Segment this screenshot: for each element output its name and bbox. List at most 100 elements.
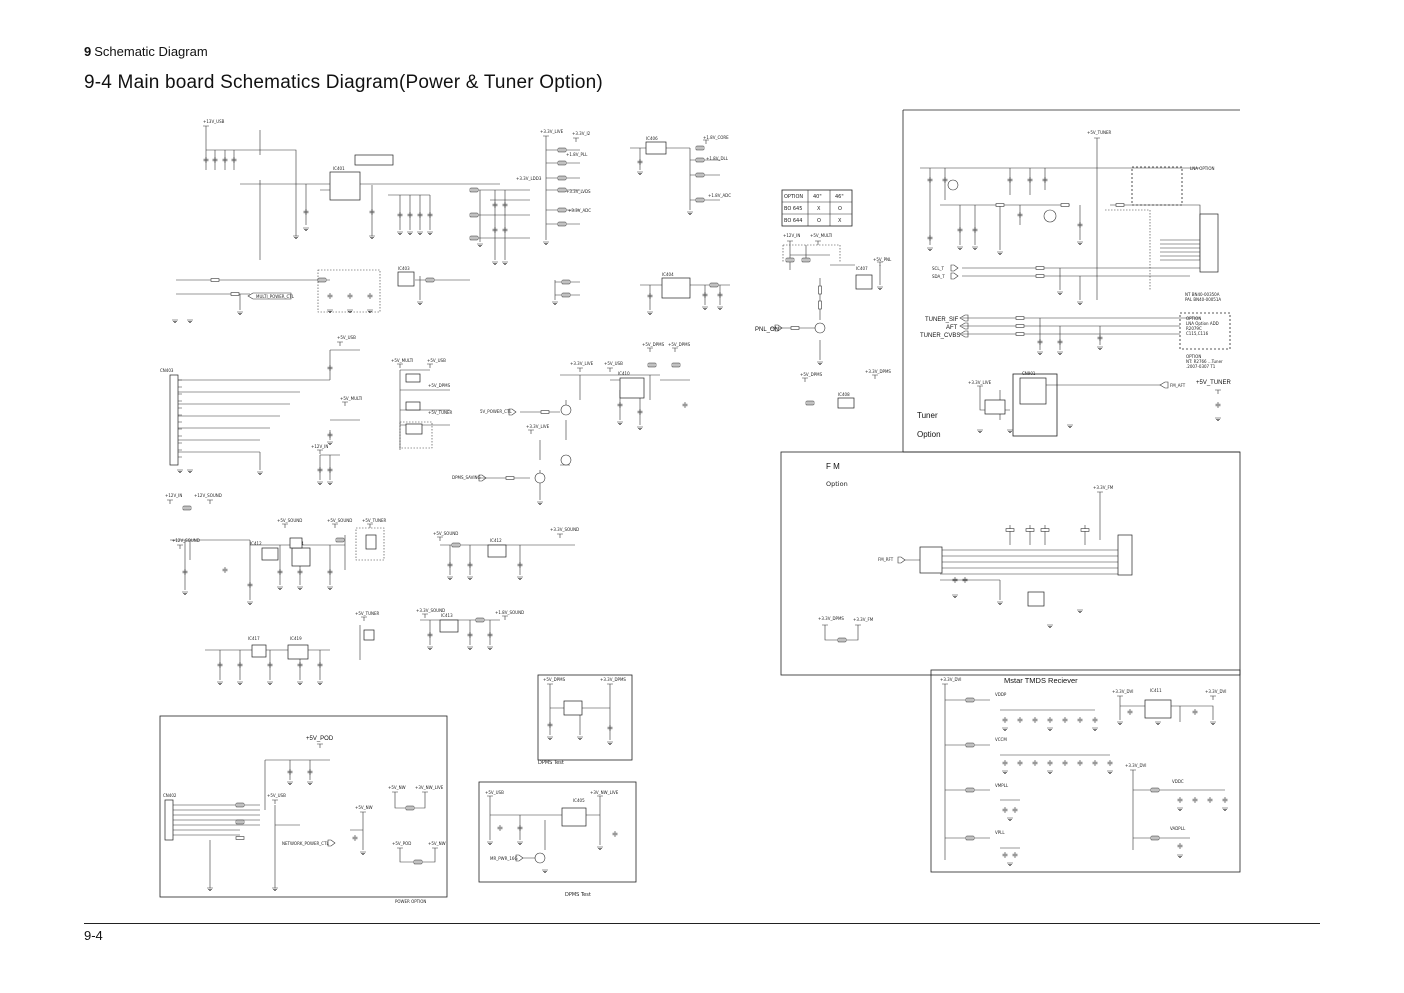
net-3v3-sound-2: +3.3V_SOUND — [416, 608, 445, 613]
net-5v-tuner-1: +5V_TUNER — [428, 410, 453, 415]
net-1v8-core: +1.8V_CORE — [703, 135, 729, 140]
fm-block-title: F M — [826, 462, 840, 471]
option-header-46: 46" — [835, 194, 844, 200]
net-5v-dpms-2: +5V_DPMS — [800, 372, 823, 377]
connector-label-cn901: CN901 — [1022, 371, 1036, 376]
net-5v-multi-top: +5V_MULTI — [810, 233, 832, 238]
tmds-block: Mstar TMDS Reciever +3.3V_DVI VDDP VCCM … — [940, 676, 1229, 866]
net-3v3-dpms-fm: +3.3V_DPMS — [818, 616, 844, 621]
signal-ports: MULTI_POWER_CTL PNL_ON 5V_POWER_CTL DPMS… — [247, 292, 783, 482]
net-12v-in-mid: +12V_IN — [311, 444, 328, 449]
net-5v-sound-1: +5V_SOUND — [277, 518, 302, 523]
power-section-wires — [170, 130, 881, 680]
ic-label-ic403: IC403 — [398, 266, 410, 271]
option-cell-bo645-40: X — [817, 206, 821, 212]
port-aft: AFT — [946, 325, 958, 331]
option-cell-bo644-46: X — [838, 218, 842, 224]
port-5v-power-ctl: 5V_POWER_CTL — [480, 409, 512, 414]
net-1v8-pll: +1.8V_PLL — [566, 152, 588, 157]
net-3v3-saving-a: +3.3V_DPMS — [600, 677, 626, 682]
ic-label-ic406: IC406 — [646, 136, 658, 141]
net-5v-on: +5V_DPMS — [642, 342, 665, 347]
net-vddp: VDDP — [995, 692, 1007, 697]
option-table: OPTION 40" 46" BO 645 X O BO 644 O X — [781, 189, 853, 227]
net-5v-live: +5V_USB — [604, 361, 623, 366]
net-vccm: VCCM — [995, 737, 1007, 742]
port-dpms-saving: DPMS_SAVING — [452, 475, 481, 480]
net-5v-tuner-right: +5V_TUNER — [1196, 380, 1232, 386]
net-vddc: VDDC — [1172, 779, 1184, 784]
net-3v3-fm: +3.3V_FM — [1093, 485, 1114, 490]
net-3v-nw-live-b: +3V_NW_LIVE — [590, 790, 619, 795]
net-5v-tuner-3: +5V_TUNER — [355, 611, 380, 616]
net-5v-pod-b: +5V_POD — [392, 841, 411, 846]
connector-label-cn403: CN403 — [160, 368, 174, 373]
net-12v-in-top: +12V_IN — [783, 233, 800, 238]
net-5v-usb-2: +5V_USB — [427, 358, 446, 363]
passive-components — [182, 145, 822, 669]
port-pnl-on: PNL_ON — [755, 327, 779, 333]
power-option-title: POWER OPTION — [395, 899, 426, 904]
option-cell-bo644-40: O — [817, 218, 821, 224]
net-vpll: VPLL — [995, 830, 1005, 835]
page-number: 9-4 — [84, 928, 103, 943]
schematic-annotations — [317, 209, 1151, 561]
net-5v-tuner-top: +5V_TUNER — [1087, 130, 1112, 135]
option-row-bo645: BO 645 — [784, 206, 802, 212]
net-3v3-live-mid: +3.3V_LIVE — [570, 361, 594, 366]
port-network-power-ctl: NETWORK_POWER_CTL — [282, 841, 330, 846]
net-3v3-dvi-3: +3.3V_DVI — [1205, 689, 1226, 694]
net-5v-live-c: +5V_USB — [267, 793, 286, 798]
ic-label-ic410: IC410 — [618, 371, 630, 376]
port-sda-t: SDA_T — [932, 274, 945, 279]
ic-label-ic411: IC411 — [1150, 688, 1162, 693]
power-option-block: +5V_POD CN402 +5V_USB +5V_NW NETWORK_POW… — [163, 736, 446, 904]
net-5v-sound-2: +5V_SOUND — [327, 518, 352, 523]
ic-label-ic412: IC412 — [490, 538, 502, 543]
ic-label-ic413: IC413 — [441, 613, 453, 618]
tuner-block-title: Tuner — [917, 411, 938, 420]
net-12v-sound-1: +12V_SOUND — [194, 493, 222, 498]
page-title: 9-4 Main board Schematics Diagram(Power … — [84, 72, 603, 93]
port-multi-power-ctl: MULTI_POWER_CTL — [256, 294, 295, 299]
ic-label-ic419: IC419 — [290, 636, 302, 641]
option-row-bo644: BO 644 — [784, 218, 802, 224]
net-3v3-sound: +3.3V_SOUND — [550, 527, 579, 532]
option-header-option: OPTION — [784, 194, 803, 200]
fm-block-subtitle: Option — [826, 480, 848, 488]
tmds-block-title: Mstar TMDS Reciever — [1004, 676, 1078, 685]
net-5v-pod: +5V_POD — [306, 736, 334, 742]
net-5v-live-b: +5V_USB — [485, 790, 504, 795]
section-name: Schematic Diagram — [94, 44, 208, 59]
dpms-test-2-title: DPMS Test — [565, 892, 591, 898]
net-3v3-adc: +3.3V_ADC — [568, 208, 591, 213]
net-5v-saving: +5V_DPMS — [668, 342, 691, 347]
net-3v3-live-low: +3.3V_LIVE — [526, 424, 550, 429]
net-3v-nw-live: +3V_NW_LIVE — [415, 785, 444, 790]
port-tuner-cvbs: TUNER_CVBS — [920, 333, 960, 339]
connector-label-cn402: CN402 — [163, 793, 177, 798]
net-3v3-dvi-2: +3.3V_DVI — [1112, 689, 1133, 694]
dpms-test-1-title: DPMS Test — [538, 760, 564, 766]
block-frames — [159, 109, 1241, 898]
ic-label-ic407: IC407 — [856, 266, 868, 271]
net-3v3-fm-2: +3.3V_FM — [853, 617, 874, 622]
net-3v3-ldd3: +3.3V_LDD3 — [516, 176, 542, 181]
ic-label-ic401: IC401 — [333, 166, 345, 171]
option-cell-bo645-46: O — [838, 206, 842, 212]
net-5v-nw-a: +5V_NW — [355, 805, 373, 810]
dpms-test-2: +5V_USB +3V_NW_LIVE IC405 MR_PWR_16G DPM… — [485, 790, 619, 898]
tuner-block-subtitle: Option — [917, 430, 941, 439]
net-5v-tuner-2: +5V_TUNER — [362, 518, 387, 523]
port-fm-rft: FM_RFT — [878, 557, 894, 562]
net-1v8-dll: +1.8V_DLL — [706, 156, 729, 161]
port-scl-t: SCL_T — [932, 266, 945, 271]
net-vmpll: VMPLL — [995, 783, 1009, 788]
net-3v3-live: +3.3V_LIVE — [540, 129, 564, 134]
ic-label-ic412b: IC412 — [250, 541, 262, 546]
net-3v3-i2: +3.3V_I2 — [572, 131, 591, 136]
